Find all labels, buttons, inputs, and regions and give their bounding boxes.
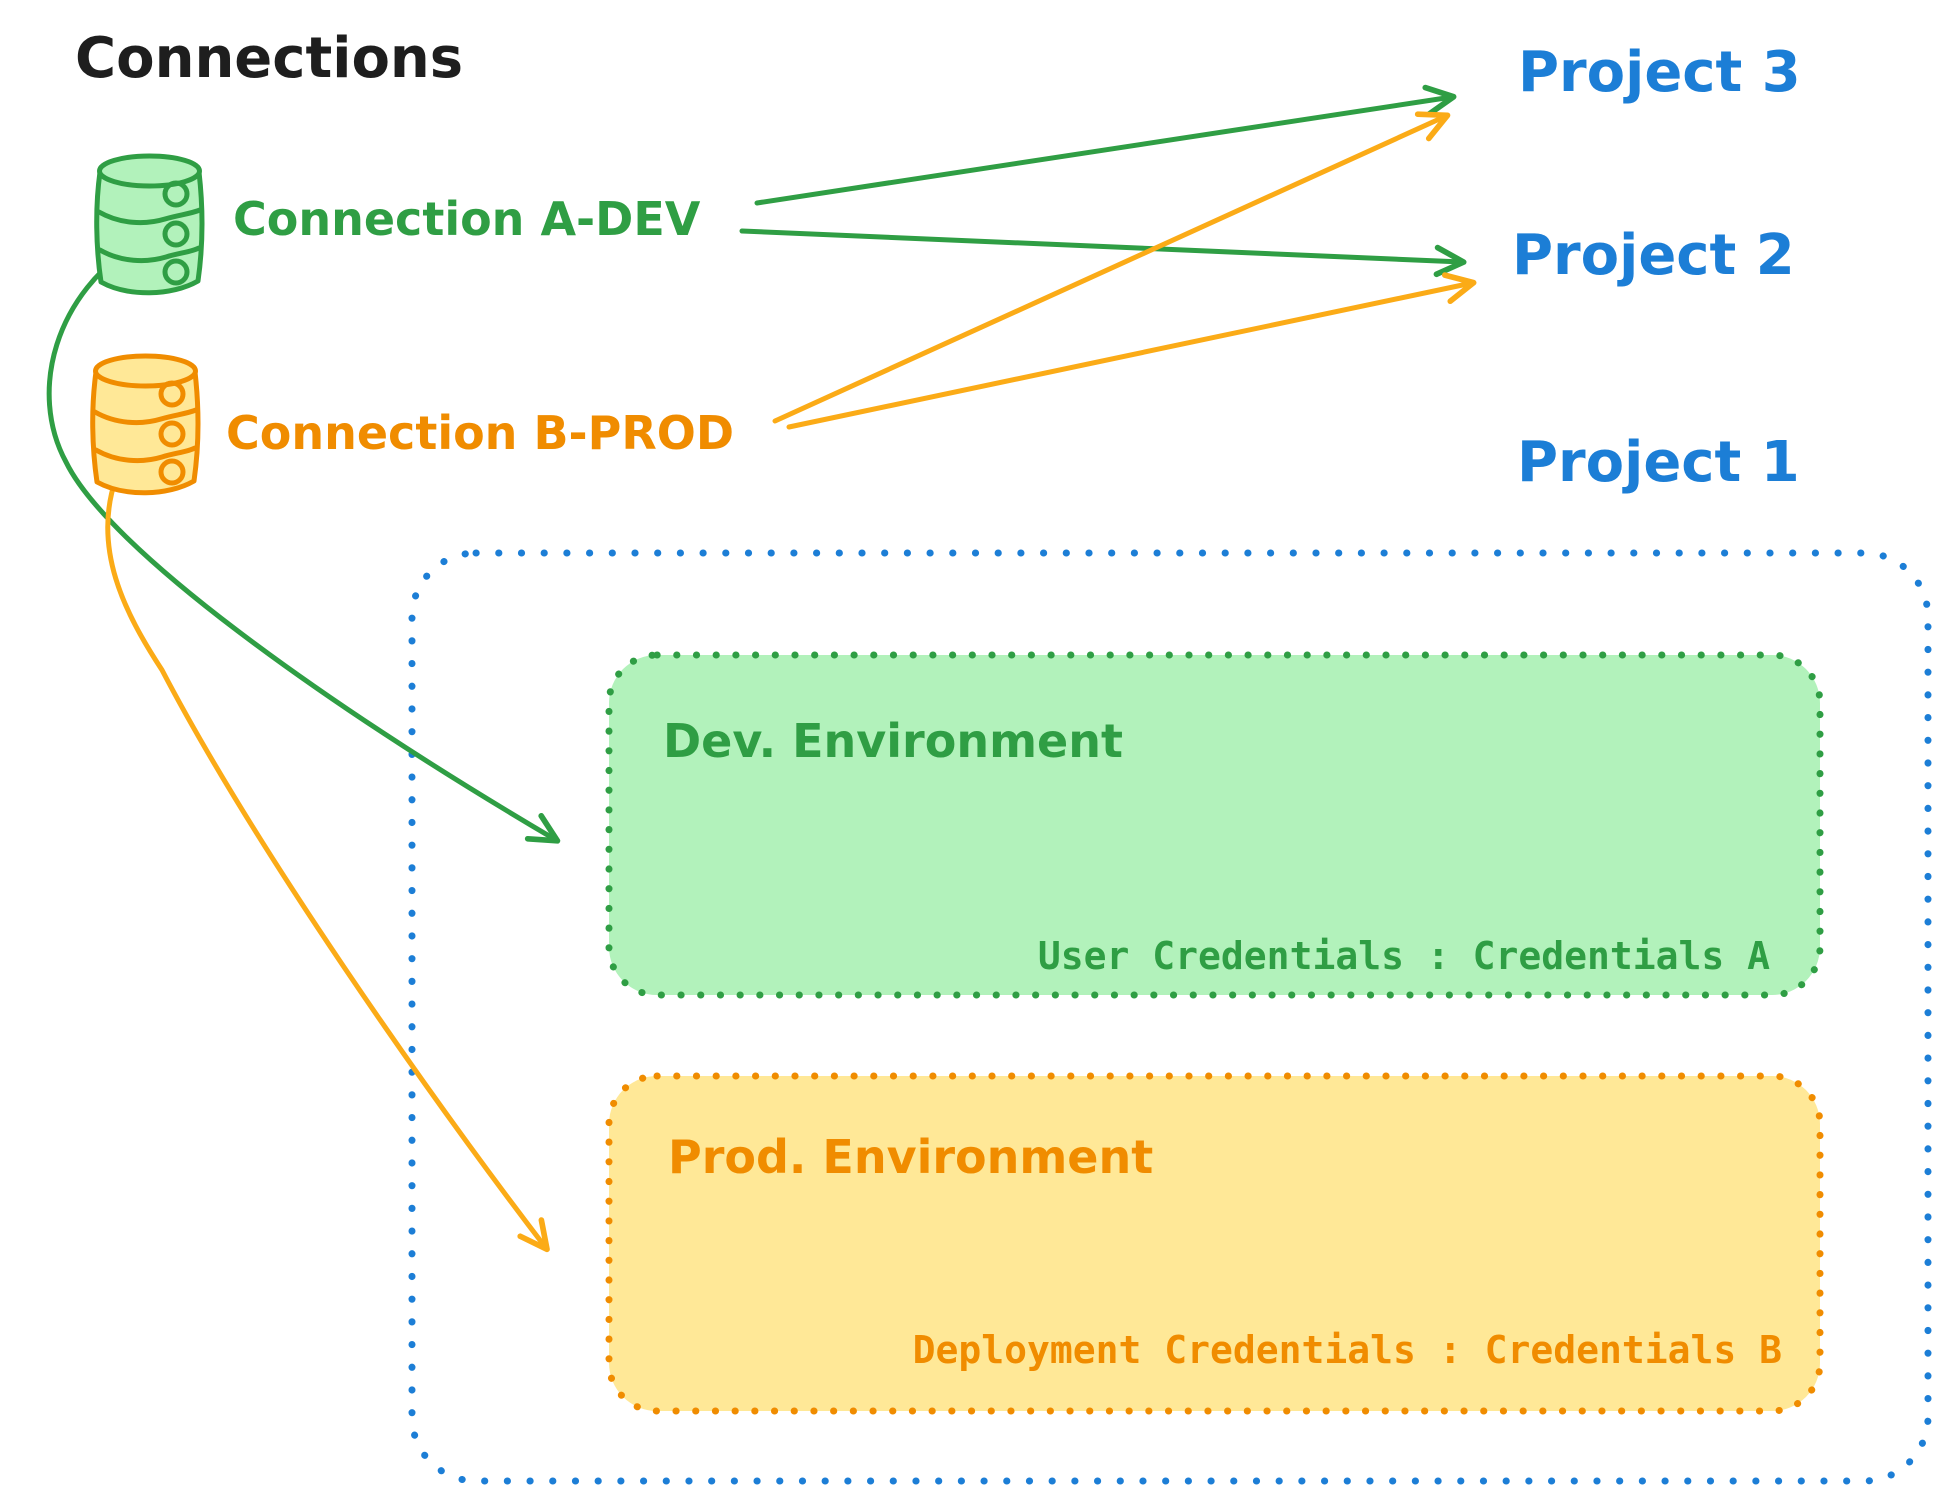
dev-environment-title: Dev. Environment: [663, 714, 1123, 768]
prod-environment-box: [605, 1072, 1824, 1415]
arrow-b-prod-to-project3: [772, 111, 1451, 424]
diagram-title: Connections: [75, 26, 464, 91]
arrow-b-prod-to-project2: [786, 272, 1477, 430]
connection-a-dev-database-icon: [94, 153, 205, 296]
arrow-b-prod-to-prod-environment: [105, 475, 550, 1253]
project-3-label: Project 3: [1518, 40, 1801, 105]
arrow-a-dev-to-dev-environment: [46, 239, 561, 844]
prod-environment-title: Prod. Environment: [668, 1130, 1154, 1184]
connection-b-prod-database-icon: [90, 353, 201, 496]
dev-environment-box: [605, 651, 1824, 999]
connection-a-dev-label: Connection A-DEV: [233, 192, 701, 246]
project-2-label: Project 2: [1512, 223, 1795, 288]
connection-b-prod-label: Connection B-PROD: [226, 406, 735, 460]
project-1-label: Project 1: [1517, 430, 1800, 495]
arrow-a-dev-to-project2: [739, 228, 1467, 278]
prod-environment-credentials: Deployment Credentials : Credentials B: [912, 1328, 1782, 1372]
arrow-a-dev-to-project3: [754, 84, 1457, 206]
dev-environment-credentials: User Credentials : Credentials A: [1037, 934, 1770, 978]
